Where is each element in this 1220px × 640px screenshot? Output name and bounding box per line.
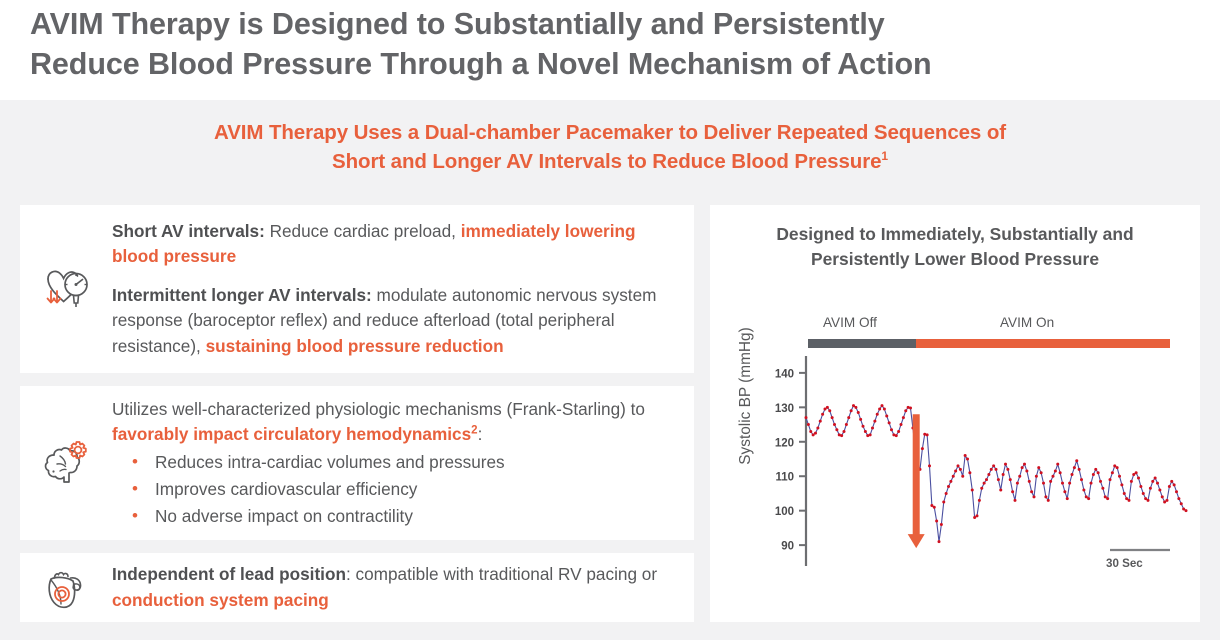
card-3-label: Independent of lead position <box>112 564 346 584</box>
list-item: Improves cardiovascular efficiency <box>112 475 682 503</box>
page-title-line-2: Reduce Blood Pressure Through a Novel Me… <box>30 47 932 81</box>
svg-text:130: 130 <box>775 403 794 415</box>
svg-text:110: 110 <box>775 472 794 484</box>
subtitle-line-2: Short and Longer AV Intervals to Reduce … <box>0 147 1220 176</box>
subtitle-footnote-marker: 1 <box>881 149 888 164</box>
card-1-p1-label: Short AV intervals: <box>112 220 265 241</box>
card-1-p2-label: Intermittent longer AV intervals: <box>112 284 372 305</box>
card-1-p2-highlight: sustaining blood pressure reduction <box>205 335 504 356</box>
card-1-paragraph-2: Intermittent longer AV intervals: modula… <box>112 283 682 360</box>
card-3-text: Independent of lead position: compatible… <box>112 562 694 613</box>
card-3-highlight: conduction system pacing <box>112 589 329 610</box>
chart-title-line-1: Designed to Immediately, Substantially a… <box>776 224 1134 244</box>
svg-text:140: 140 <box>775 368 794 380</box>
list-item: Reduces intra-cardiac volumes and pressu… <box>112 448 682 476</box>
chart-scalebar-label: 30 Sec <box>1106 557 1143 570</box>
card-lead-position: Independent of lead position: compatible… <box>20 553 694 622</box>
card-3-plain: : compatible with traditional RV pacing … <box>345 564 658 584</box>
card-1-text: Short AV intervals: Reduce cardiac prelo… <box>112 219 694 360</box>
card-bp-chart: Designed to Immediately, Substantially a… <box>710 205 1200 622</box>
phase-bar-off-segment <box>808 339 916 348</box>
card-1-p1-plain: Reduce cardiac preload, <box>264 220 461 241</box>
brain-gear-icon <box>20 433 112 493</box>
phase-label-row: AVIM Off AVIM On <box>808 315 1170 337</box>
card-2-lead-tail: : <box>477 424 483 444</box>
phase-on-label: AVIM On <box>1000 315 1055 330</box>
card-2-lead: Utilizes well-characterized physiologic … <box>112 397 682 448</box>
page-title-line-1: AVIM Therapy is Designed to Substantiall… <box>30 7 885 41</box>
card-3-paragraph: Independent of lead position: compatible… <box>112 562 682 613</box>
card-2-text: Utilizes well-characterized physiologic … <box>112 397 694 530</box>
svg-text:90: 90 <box>781 541 794 553</box>
card-1-paragraph-1: Short AV intervals: Reduce cardiac prelo… <box>112 219 682 270</box>
svg-text:120: 120 <box>775 437 794 449</box>
list-item: No adverse impact on contractility <box>112 502 682 530</box>
card-physiologic-mechanisms: Utilizes well-characterized physiologic … <box>20 386 694 540</box>
subtitle-line-1: AVIM Therapy Uses a Dual-chamber Pacemak… <box>214 121 1006 144</box>
phase-off-label: AVIM Off <box>823 315 877 330</box>
card-2-footnote-marker: 2 <box>471 424 478 437</box>
heart-pacemaker-lead-icon <box>20 561 112 615</box>
subtitle-line-2-text: Short and Longer AV Intervals to Reduce … <box>332 150 882 173</box>
slide-header: AVIM Therapy is Designed to Substantiall… <box>0 0 1220 100</box>
svg-text:100: 100 <box>775 506 794 518</box>
phase-bar-on-segment <box>916 339 1170 348</box>
chart-title-line-2: Persistently Lower Blood Pressure <box>810 249 1099 269</box>
card-2-lead-highlight: favorably impact circulatory hemodynamic… <box>112 424 472 444</box>
chart-title: Designed to Immediately, Substantially a… <box>710 205 1200 272</box>
subtitle-block: AVIM Therapy Uses a Dual-chamber Pacemak… <box>0 118 1220 176</box>
card-2-lead-plain: Utilizes well-characterized physiologic … <box>112 398 645 419</box>
phase-bar <box>808 339 1170 348</box>
card-1-p1-highlight: immediately lowering blood pressure <box>112 220 636 267</box>
heart-bp-gauge-down-arrow-icon <box>20 259 112 319</box>
chart-y-axis-label: Systolic BP (mmHg) <box>737 327 754 465</box>
card-2-bullet-list: Reduces intra-cardiac volumes and pressu… <box>112 448 682 530</box>
card-1-p2-plain: modulate autonomic nervous system respon… <box>112 284 657 356</box>
card-short-av-intervals: Short AV intervals: Reduce cardiac prelo… <box>20 205 694 373</box>
avim-phase-indicator: AVIM Off AVIM On <box>808 315 1170 348</box>
